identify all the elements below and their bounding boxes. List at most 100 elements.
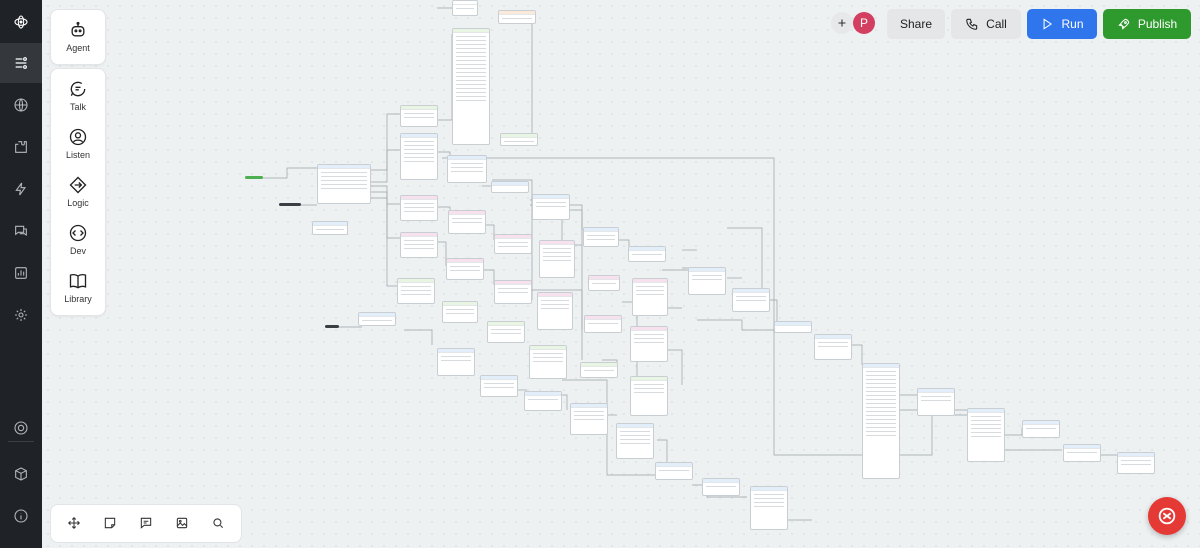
flow-node[interactable] — [688, 267, 726, 295]
flow-entry-node[interactable] — [279, 203, 301, 206]
flow-node[interactable] — [400, 133, 438, 180]
flow-node[interactable] — [732, 288, 770, 312]
flow-node[interactable] — [570, 403, 608, 435]
share-button[interactable]: Share — [887, 9, 945, 39]
flow-node[interactable] — [400, 195, 438, 221]
flow-node[interactable] — [580, 362, 618, 378]
talk-label: Talk — [69, 102, 86, 112]
user-icon — [69, 128, 87, 146]
flow-node[interactable] — [446, 258, 484, 280]
flow-node[interactable] — [630, 326, 668, 362]
play-icon — [1044, 18, 1053, 30]
flow-node[interactable] — [702, 478, 740, 496]
flow-node[interactable] — [814, 334, 852, 360]
book-icon — [69, 273, 87, 289]
flow-node[interactable] — [862, 363, 900, 479]
logic-tool[interactable]: Logic — [51, 175, 105, 208]
robot-icon — [71, 21, 85, 37]
flow-node[interactable] — [452, 0, 478, 16]
add-collaborator-button[interactable] — [831, 12, 853, 34]
reports-icon[interactable] — [9, 261, 33, 285]
analytics-icon[interactable] — [9, 177, 33, 201]
flow-node[interactable] — [1063, 444, 1101, 462]
flow-node[interactable] — [447, 155, 487, 183]
support-icon — [1158, 507, 1176, 525]
run-button[interactable]: Run — [1027, 9, 1097, 39]
flow-node[interactable] — [480, 375, 518, 397]
flow-node[interactable] — [494, 234, 532, 254]
info-icon[interactable] — [9, 504, 33, 528]
agent-label: Agent — [66, 43, 90, 53]
flow-node[interactable] — [1022, 420, 1060, 438]
search-icon[interactable] — [209, 514, 227, 532]
flow-node[interactable] — [584, 315, 622, 333]
flow-node[interactable] — [655, 462, 693, 480]
settings-icon[interactable] — [9, 303, 33, 327]
flow-node[interactable] — [537, 292, 573, 330]
flows-icon[interactable] — [0, 43, 42, 83]
flow-node[interactable] — [529, 345, 567, 379]
run-label: Run — [1061, 17, 1084, 31]
flow-node[interactable] — [452, 28, 490, 145]
rail-divider — [8, 441, 34, 442]
conversations-icon[interactable] — [9, 219, 33, 243]
flow-node[interactable] — [917, 388, 955, 416]
flow-node[interactable] — [583, 227, 619, 247]
flow-node[interactable] — [491, 181, 529, 193]
flow-node[interactable] — [317, 164, 371, 204]
flow-node[interactable] — [967, 408, 1005, 462]
target-icon[interactable] — [9, 416, 33, 440]
flow-node[interactable] — [500, 133, 538, 146]
comment-icon[interactable] — [137, 514, 155, 532]
flow-node[interactable] — [616, 423, 654, 459]
flow-node[interactable] — [524, 391, 562, 411]
flow-node[interactable] — [1117, 452, 1155, 474]
globe-icon[interactable] — [9, 93, 33, 117]
flow-node[interactable] — [498, 10, 536, 24]
flow-node[interactable] — [442, 301, 478, 323]
flow-node[interactable] — [448, 210, 486, 234]
flow-node[interactable] — [312, 221, 348, 235]
move-icon[interactable] — [65, 514, 83, 532]
flow-node[interactable] — [588, 275, 620, 291]
flow-start-node[interactable] — [245, 176, 263, 179]
talk-tool[interactable]: Talk — [51, 79, 105, 112]
flow-node[interactable] — [494, 280, 532, 304]
flow-node[interactable] — [397, 278, 435, 304]
flow-node[interactable] — [630, 376, 668, 416]
flow-node[interactable] — [400, 105, 438, 127]
logo-icon[interactable] — [9, 10, 33, 34]
flow-entry-node[interactable] — [325, 325, 339, 328]
flow-canvas[interactable]: Agent Talk Listen Logic Dev Library — [42, 0, 1200, 548]
flow-node[interactable] — [632, 278, 668, 316]
flow-node[interactable] — [400, 232, 438, 258]
logic-label: Logic — [67, 198, 89, 208]
box-icon[interactable] — [9, 462, 33, 486]
flow-node[interactable] — [539, 240, 575, 278]
dev-tool[interactable]: Dev — [51, 223, 105, 256]
flow-node[interactable] — [750, 486, 788, 530]
flow-node[interactable] — [774, 321, 812, 333]
publish-button[interactable]: Publish — [1103, 9, 1191, 39]
image-icon[interactable] — [173, 514, 191, 532]
flow-connections — [260, 7, 1117, 521]
rocket-icon — [1118, 18, 1130, 30]
avatar[interactable]: P — [853, 12, 875, 34]
plus-icon — [838, 19, 846, 27]
listen-tool[interactable]: Listen — [51, 127, 105, 160]
call-button[interactable]: Call — [951, 9, 1021, 39]
code-icon — [69, 224, 87, 242]
share-label: Share — [899, 17, 933, 31]
flow-node[interactable] — [628, 246, 666, 262]
listen-label: Listen — [65, 150, 91, 160]
library-tool[interactable]: Library — [51, 271, 105, 304]
agent-tool[interactable]: Agent — [51, 20, 105, 53]
flow-node[interactable] — [532, 194, 570, 220]
flow-node[interactable] — [487, 321, 525, 343]
sticky-note-icon[interactable] — [101, 514, 119, 532]
tools-panel: Talk Listen Logic Dev Library — [50, 68, 106, 316]
integrations-icon[interactable] — [9, 135, 33, 159]
help-chat-button[interactable] — [1148, 497, 1186, 535]
flow-node[interactable] — [437, 348, 475, 376]
flow-node[interactable] — [358, 312, 396, 326]
